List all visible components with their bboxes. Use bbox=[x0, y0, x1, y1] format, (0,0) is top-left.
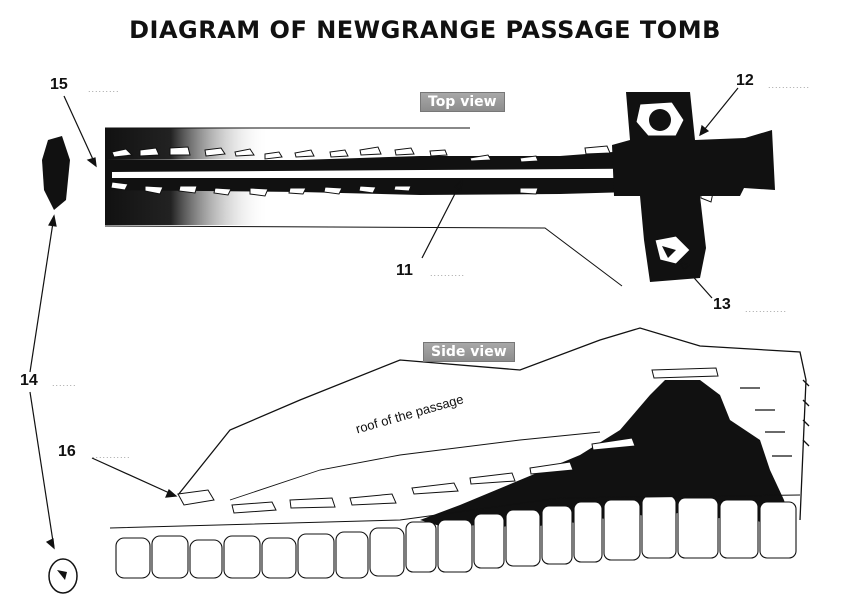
top-view-lower-wall bbox=[105, 188, 470, 225]
label-16: 16 bbox=[58, 443, 76, 460]
label-13: 13 bbox=[713, 296, 731, 313]
label-12: 12 bbox=[736, 72, 754, 89]
kerb-stone-top bbox=[42, 136, 70, 210]
label-11: 11 bbox=[396, 262, 413, 279]
answer-line-16: ........... bbox=[92, 450, 131, 460]
answer-line-13: ............ bbox=[745, 304, 788, 314]
side-view-section bbox=[109, 327, 810, 579]
top-view-plan bbox=[104, 92, 775, 287]
answer-line-15: ......... bbox=[88, 84, 120, 94]
top-view-center-line bbox=[112, 168, 738, 178]
answer-line-11: .......... bbox=[430, 268, 466, 278]
top-view-chamber bbox=[612, 92, 775, 282]
pointer-lines bbox=[29, 87, 739, 550]
answer-line-12: ............ bbox=[768, 80, 811, 90]
top-view-upper-wall bbox=[105, 128, 470, 160]
answer-line-14: ....... bbox=[52, 378, 77, 388]
side-view-chamber-mass bbox=[420, 380, 790, 528]
kerb-stone-bottom bbox=[48, 558, 78, 594]
side-view-mound-outline bbox=[177, 327, 807, 521]
label-14: 14 bbox=[20, 372, 38, 389]
label-15: 15 bbox=[50, 76, 68, 93]
side-view-label: Side view bbox=[423, 342, 515, 362]
diagram-title: DIAGRAM OF NEWGRANGE PASSAGE TOMB bbox=[129, 16, 721, 44]
top-view-label: Top view bbox=[420, 92, 505, 112]
